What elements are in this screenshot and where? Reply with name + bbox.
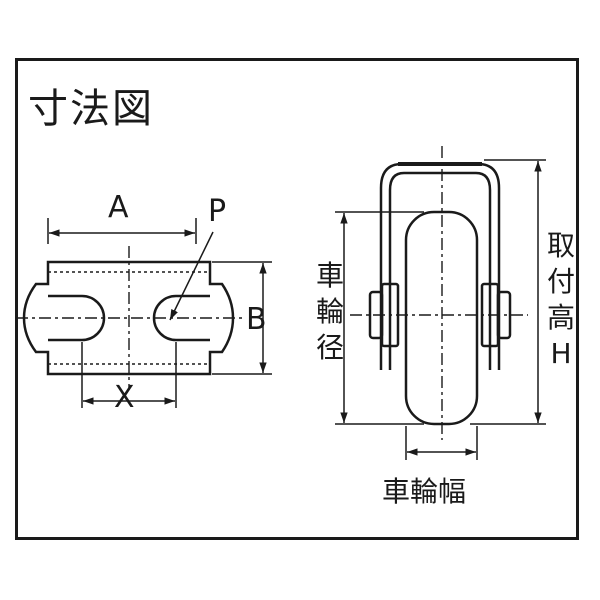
fork-inner-line — [388, 171, 492, 370]
label-wheel-diameter: 車 輪 径 — [316, 258, 344, 366]
dimension-mounting-height — [470, 159, 546, 425]
dimension-a — [47, 218, 197, 244]
label-wheel-diameter-char: 輪 — [316, 295, 345, 328]
label-mounting-height-char: 高 — [547, 301, 576, 334]
label-a: A — [108, 190, 129, 225]
label-b: B — [246, 302, 267, 337]
label-mounting-height-char: 付 — [547, 265, 576, 298]
diagram-title: 寸法図 — [28, 86, 154, 132]
label-mounting-height-char: H — [550, 337, 572, 370]
label-wheel-diameter-char: 径 — [316, 331, 345, 364]
p-leader — [169, 231, 214, 321]
dimension-wheel-width — [405, 426, 478, 460]
dimension-x — [81, 342, 177, 408]
label-wheel-diameter-char: 車 — [316, 259, 345, 292]
dimension-b — [212, 261, 272, 375]
label-mounting-height: 取 付 高 H — [547, 228, 575, 372]
label-x: X — [114, 380, 135, 415]
caster-side-view — [368, 162, 512, 426]
dimension-wheel-diameter — [335, 211, 424, 425]
label-mounting-height-char: 取 — [547, 229, 576, 262]
label-wheel-width: 車輪幅 — [382, 475, 467, 508]
label-p: P — [208, 194, 227, 229]
plate-outline — [22, 260, 235, 376]
diagram-frame — [15, 58, 579, 540]
